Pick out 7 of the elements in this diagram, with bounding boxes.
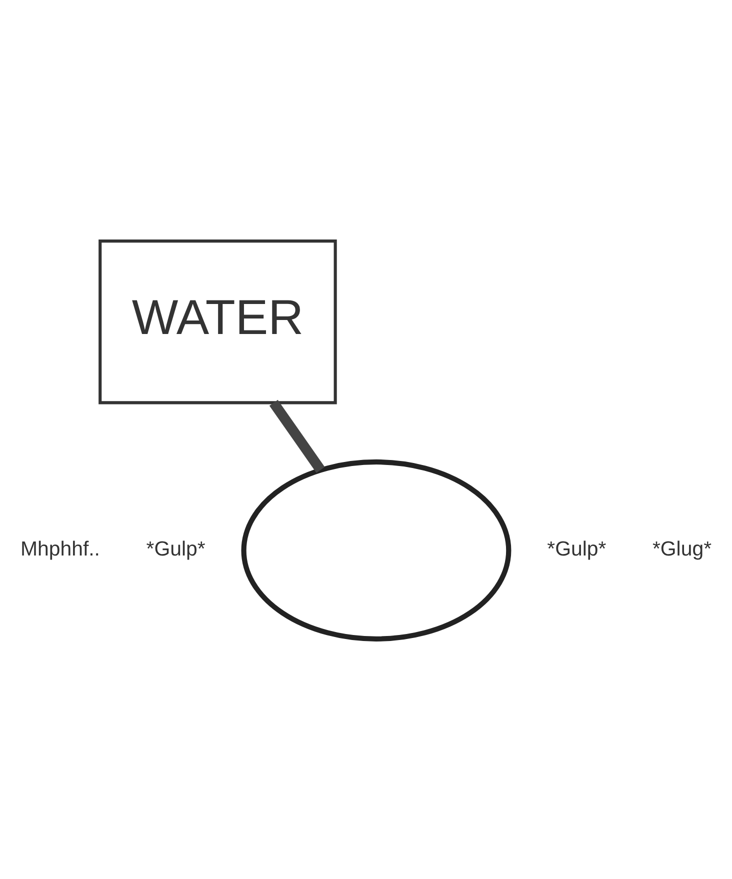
label: Mhphhf.. — [20, 537, 100, 560]
node-box: WATER — [98, 239, 337, 404]
label: *Gulp* — [547, 537, 606, 560]
node-cloud — [241, 458, 512, 641]
label: *Gulp* — [146, 537, 206, 560]
label: *Glug* — [652, 537, 712, 560]
connector — [269, 399, 325, 472]
